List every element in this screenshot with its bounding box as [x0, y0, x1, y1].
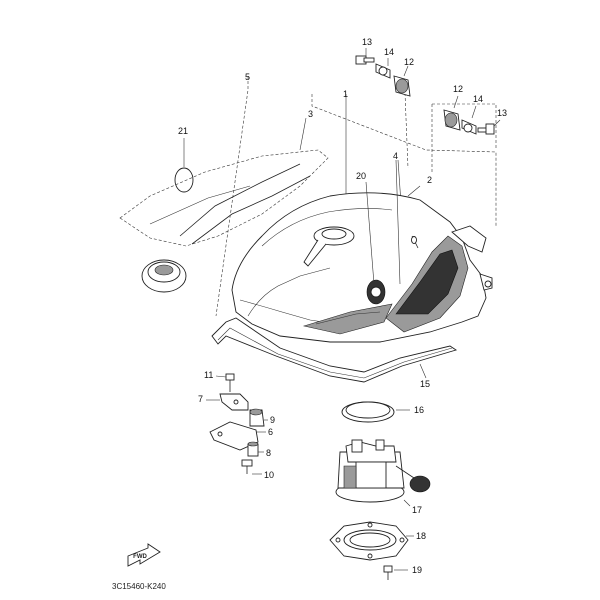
part-14-collar-right [461, 105, 477, 135]
part-12-damper-right [443, 95, 461, 131]
part-8-collar [247, 441, 264, 457]
callout-10: 10 [264, 470, 274, 480]
part-11-bolt [215, 373, 235, 392]
part-12-damper-top [393, 65, 411, 97]
callout-4: 4 [393, 151, 398, 161]
callout-12-right: 12 [453, 84, 463, 94]
callout-18: 16 [414, 405, 424, 415]
callout-15: 15 [420, 379, 430, 389]
callout-16: 17 [412, 505, 422, 515]
callout-13-top: 13 [362, 37, 372, 47]
tank-emblem-round [141, 259, 187, 293]
callout-13-right: 13 [497, 108, 507, 118]
callout-2: 2 [427, 175, 432, 185]
callout-7: 7 [198, 394, 203, 404]
callout-12-top: 12 [404, 57, 414, 67]
part-16-fuel-pump [335, 439, 431, 507]
part-code: 3C15460-K240 [112, 582, 166, 591]
part-4-leader [395, 159, 401, 285]
callout-3: 3 [308, 109, 313, 119]
part-13-bolt-top [355, 48, 375, 65]
part-7-bracket [206, 393, 249, 411]
callout-14-right: 14 [473, 94, 483, 104]
part-10-bolt [241, 459, 262, 475]
fwd-arrow-icon: FWD [127, 543, 161, 567]
part-1-fuel-tank [231, 192, 493, 343]
callout-17: 18 [416, 531, 426, 541]
callout-9: 9 [270, 415, 275, 425]
part-15-seal [211, 317, 458, 383]
part-14-collar-top [375, 58, 391, 79]
part-17-pump-plate [329, 521, 414, 561]
part-20-leader [365, 181, 375, 285]
callout-1: 1 [343, 89, 348, 99]
callout-21: 21 [178, 126, 188, 136]
part-6-mount-plate [209, 421, 266, 451]
part-9-damper [249, 408, 268, 427]
callout-19: 19 [412, 565, 422, 575]
callout-14-top: 14 [384, 47, 394, 57]
part-13-bolt-right [477, 119, 501, 135]
part-19-screw [383, 565, 408, 580]
part-18-gasket [341, 401, 410, 423]
part-3-side-panel [119, 117, 329, 247]
callout-6: 6 [268, 427, 273, 437]
callout-20: 20 [356, 171, 366, 181]
callout-11: 11 [204, 370, 213, 380]
part-21-decal [174, 138, 194, 193]
fwd-label: FWD [133, 554, 147, 560]
callout-8: 8 [266, 448, 271, 458]
callout-5: 5 [245, 72, 250, 82]
